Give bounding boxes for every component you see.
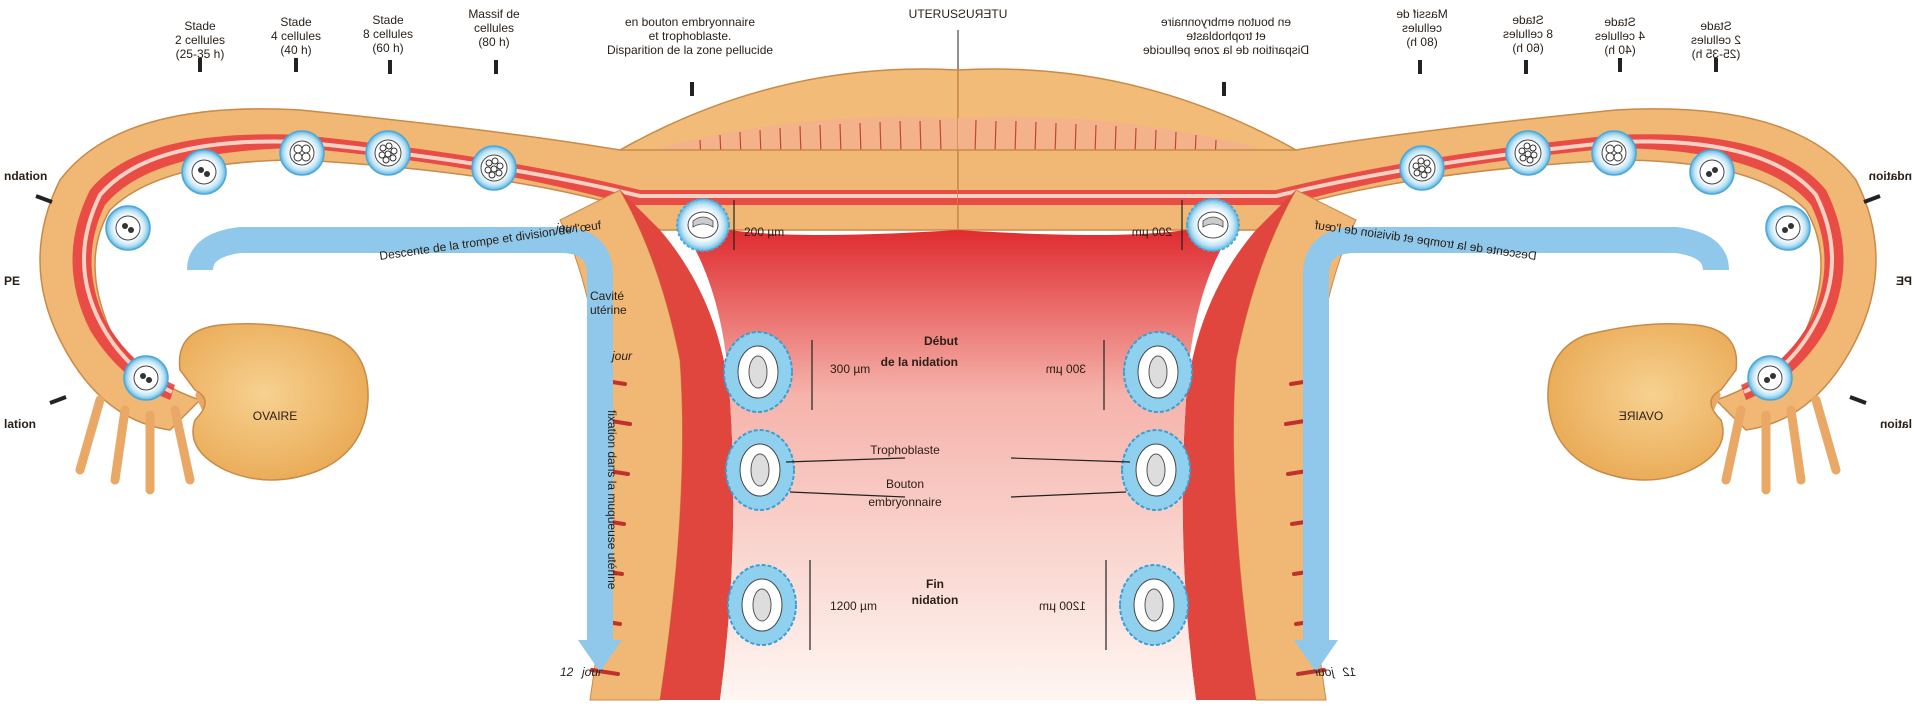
stage4-line3: (40 h)	[280, 43, 311, 57]
r-ovulation-label: lation	[1880, 417, 1912, 431]
r-blast-line2: et trophoblaste	[1186, 29, 1266, 43]
r-morula-line1: Massif de	[1396, 7, 1448, 21]
r-stage2-line2: 2 cellules	[1691, 33, 1741, 47]
jour-label-2: jour	[610, 349, 633, 363]
ovaire-label: OVAIRE	[253, 409, 297, 423]
stage8-line1: Stade	[372, 13, 404, 27]
r-morula-line3: (80 h)	[1406, 35, 1437, 49]
implant-early	[724, 332, 792, 412]
r-morula-line2: cellules	[1402, 21, 1442, 35]
r-stage4-line3: (40 h)	[1604, 43, 1635, 57]
cavite-label: Cavité	[590, 289, 624, 303]
morula-line1: Massif de	[468, 7, 520, 21]
implant-late	[728, 565, 796, 645]
uterine-label: utérine	[590, 303, 627, 317]
measure-1200: 1200 µm	[830, 599, 877, 613]
r-stage8-line1: Stade	[1512, 13, 1544, 27]
r-fecondation-label: ndation	[1869, 169, 1912, 183]
egg-stage2	[182, 150, 226, 194]
r-jour12-label: jour	[1313, 665, 1336, 679]
morula-line2: cellules	[474, 21, 514, 35]
r-uterus-label: UTERUS	[958, 7, 1007, 21]
r-stage2-line3: (25-35 h)	[1692, 47, 1741, 61]
trophoblaste-label: Trophoblaste	[870, 443, 940, 457]
r-trompe-label: PE	[1896, 274, 1912, 288]
stage8-line2: 8 cellules	[363, 27, 413, 41]
fixation-label: fixation dans la muqueuse utérine	[605, 410, 619, 590]
fecondation-label: ndation	[4, 169, 47, 183]
ovulation-label: lation	[4, 417, 36, 431]
right-half	[958, 58, 1880, 700]
stage2-line3: (25-35 h)	[176, 47, 225, 61]
r-ovaire-label: OVAIRE	[1619, 409, 1663, 423]
blast-line3: Disparition de la zone pellucide	[607, 43, 773, 57]
embryonnaire-label: embryonnaire	[868, 495, 942, 509]
left-half	[36, 30, 958, 700]
r-stage4-line1: Stade	[1604, 15, 1636, 29]
jour12-number: 12	[560, 665, 574, 679]
implant-mid	[726, 430, 794, 510]
r-stage4-line2: 4 cellules	[1595, 29, 1645, 43]
r-stage2-line1: Stade	[1700, 19, 1732, 33]
egg-blastocyst	[677, 199, 729, 251]
stage8-line3: (60 h)	[372, 41, 403, 55]
blast-line1: en bouton embryonnaire	[625, 15, 755, 29]
egg-stage4	[280, 131, 324, 175]
stage2-line1: Stade	[184, 19, 216, 33]
r-blast-line3: Disparition de la zone pellucide	[1143, 43, 1309, 57]
egg-stage8	[366, 131, 410, 175]
debut-label: Début	[924, 334, 958, 348]
r-stage8-line2: 8 cellules	[1503, 27, 1553, 41]
fin-label: Fin	[926, 577, 944, 591]
r-measure-300: 300 µm	[1046, 362, 1086, 376]
r-stage8-line3: (60 h)	[1512, 41, 1543, 55]
jour-label-1: jour	[554, 221, 577, 235]
r-measure-1200: 1200 µm	[1039, 599, 1086, 613]
jour12-label: jour	[580, 665, 603, 679]
r-jour12-number: 12	[1342, 665, 1356, 679]
trompe-label: PE	[4, 274, 20, 288]
measure-200: 200 µm	[744, 225, 784, 239]
nidation-start-label: de la nidation	[881, 355, 958, 369]
blast-line2: et trophoblaste.	[649, 29, 732, 43]
r-blast-line1: en bouton embryonnaire	[1161, 15, 1291, 29]
egg-fecondation	[106, 206, 150, 250]
stage2-line2: 2 cellules	[175, 33, 225, 47]
egg-ovulation	[124, 356, 168, 400]
measure-300: 300 µm	[830, 362, 870, 376]
stage4-line2: 4 cellules	[271, 29, 321, 43]
egg-morula	[472, 146, 516, 190]
stage4-line1: Stade	[280, 15, 312, 29]
r-measure-200: 200 µm	[1132, 225, 1172, 239]
bouton-label: Bouton	[886, 477, 924, 491]
nidation-end-label: nidation	[912, 593, 959, 607]
uterus-label: UTERUS	[909, 7, 958, 21]
morula-line3: (80 h)	[478, 35, 509, 49]
